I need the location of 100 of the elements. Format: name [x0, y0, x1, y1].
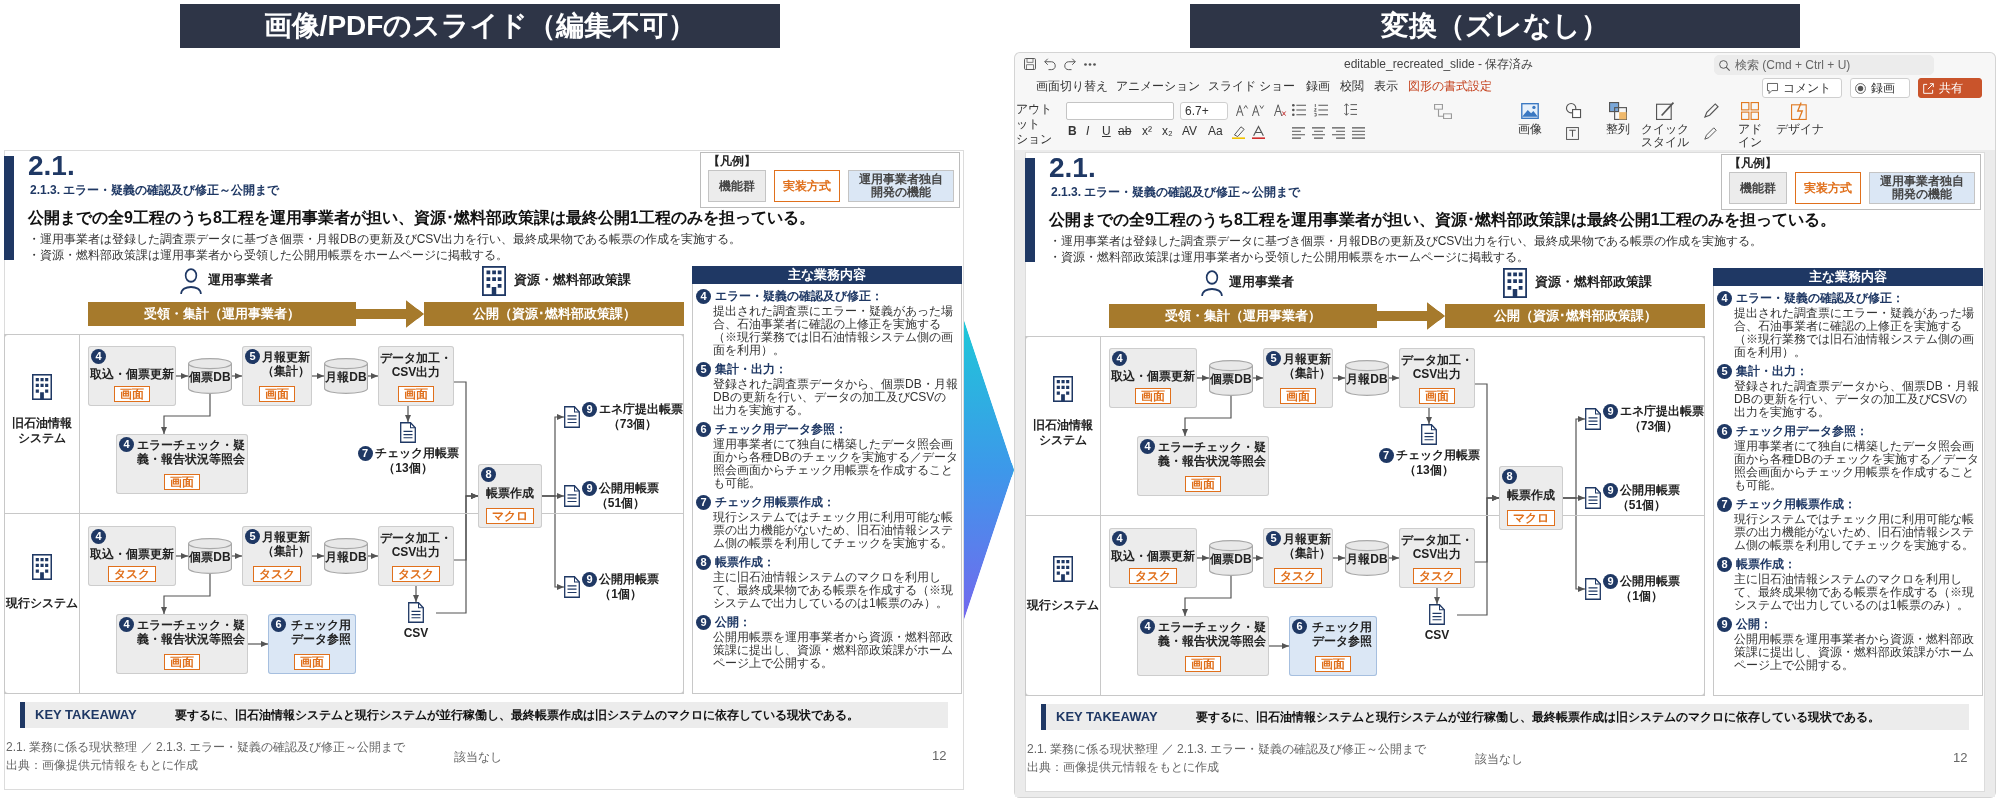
item-text: 登録された調査票データから、個票DB・月報DBの更新を行い、データの加工及びCSVの出力を実施する。	[713, 378, 958, 417]
output-label: CSV	[403, 625, 429, 641]
process-label: 帳票作成	[1506, 488, 1556, 502]
legend-title: 【凡例】	[708, 154, 756, 169]
step-number: 4	[119, 617, 134, 632]
step-number: 8	[696, 554, 711, 570]
process-box	[1263, 528, 1333, 588]
arrow	[161, 573, 211, 615]
ribbon-label: アドイン	[1737, 123, 1763, 149]
legend-label: 実装方式	[782, 179, 832, 193]
takeaway-text: 要するに、旧石油情報システムと現行システムが並行稼働し、最終帳票作成は旧システムのマクロに依存している現状である。	[175, 707, 859, 724]
ribbon-label: ット	[1016, 117, 1040, 132]
menu-label: 画面切り替え	[1036, 79, 1108, 94]
process-label: エラーチェック・疑義・報告状況等照会	[1157, 440, 1267, 468]
arrow	[1434, 587, 1440, 605]
actor-label: 資源・燃料部政策課	[1535, 274, 1652, 290]
step-number: 7	[357, 445, 373, 461]
lane-label: 現行システム	[1026, 597, 1100, 613]
step-number: 6	[696, 421, 711, 437]
arrow	[231, 373, 243, 379]
arrow	[1252, 555, 1264, 561]
footer-note: 該当なし	[1475, 752, 1523, 767]
bullet-text: ・運用事業者は登録した調査票データに基づき個票・月報DBの更新及びCSV出力を行い、最終成果物である帳票の作成を実施する。	[1049, 234, 1763, 249]
step-number: 5	[696, 361, 711, 377]
method-tag: 画面	[1135, 388, 1171, 404]
method-tag: 画面	[164, 654, 200, 670]
info-panel	[692, 266, 962, 694]
section-number: 2.1.	[28, 152, 75, 180]
ribbon-label: アウト	[1016, 102, 1052, 117]
method-tag: タスク	[1413, 568, 1461, 584]
output-label: エネ庁提出帳票	[1620, 403, 1704, 419]
footer-text: 2.1. 業務に係る現状整理 ／ 2.1.3. エラー・疑義の確認及び修正～公開まで	[1027, 742, 1427, 757]
legend-label: 運用事業者独自開発の機能	[1879, 175, 1965, 201]
process-box	[116, 434, 248, 494]
output-label: 公開用帳票	[1620, 573, 1680, 589]
item-text: 運用事業者にて独自に構築したデータ照会画面から各種DBのチェックを実施する／データ照会画面からチェック用帳票を作成することも可能。	[713, 438, 958, 490]
db-label: 個票DB	[1209, 372, 1253, 386]
step-number: 9	[582, 571, 597, 587]
method-tag: タスク	[253, 566, 301, 582]
heading-banner: 画像/PDFのスライド（編集不可）	[180, 4, 780, 48]
process-box	[1289, 616, 1377, 676]
process-label: 帳票作成	[485, 486, 535, 500]
step-number: 4	[696, 288, 711, 304]
step-number: 9	[582, 480, 597, 496]
section-subtitle: 2.1.3. エラー・疑義の確認及び修正～公開まで	[30, 183, 280, 198]
step-number: 9	[1603, 573, 1618, 589]
item-heading: 公開：	[1736, 616, 1772, 632]
arrow	[1268, 643, 1290, 649]
count-label: （13個）	[1404, 463, 1454, 477]
item-text: 主に旧石油情報システムのマクロを利用して、最終成果物である帳票を作成する（※現システムで出力しているのは1帳票のみ）。	[1734, 573, 1975, 612]
process-box	[1109, 348, 1197, 408]
process-box	[268, 614, 356, 674]
item-heading: 集計・出力：	[715, 361, 787, 377]
step-number: 9	[1603, 403, 1618, 419]
arrow	[367, 373, 379, 379]
step-number: 4	[1112, 351, 1127, 366]
item-heading: 帳票作成：	[1736, 556, 1796, 572]
legend-title: 【凡例】	[1729, 156, 1777, 171]
arrow	[1456, 495, 1500, 616]
step-number: 9	[696, 614, 711, 630]
process-label: エラーチェック・疑義・報告状況等照会	[136, 618, 246, 646]
method-tag: 画面	[1315, 656, 1351, 672]
page-number: 12	[1953, 750, 1968, 767]
legend-label: 運用事業者独自開発の機能	[858, 173, 944, 199]
format-label: Aa	[1208, 124, 1223, 139]
step-number: 6	[1717, 423, 1732, 439]
process-label: 月報更新（集計）	[1283, 532, 1331, 560]
comment-button: コメント	[1762, 78, 1842, 98]
block-arrow	[1377, 302, 1445, 330]
menu-label: 校閲	[1340, 79, 1364, 94]
panel-header: 主な業務内容	[1713, 268, 1983, 286]
process-label: エラーチェック・疑義・報告状況等照会	[136, 438, 246, 466]
step-number: 5	[1717, 363, 1732, 379]
count-label: （51個）	[595, 496, 646, 510]
format-label: I	[1086, 124, 1090, 139]
ribbon-label: 画像	[1517, 123, 1543, 136]
process-label: 取込・個票更新	[1111, 549, 1195, 563]
slide	[4, 150, 964, 790]
method-tag: マクロ	[486, 508, 534, 524]
process-label: 月報更新（集計）	[1283, 352, 1331, 380]
process-box	[242, 346, 312, 406]
step-number: 6	[271, 617, 286, 632]
format-label: x₂	[1162, 124, 1173, 139]
arrow	[175, 553, 189, 559]
phase-bar: 公開（資源･燃料部政策課）	[1445, 304, 1705, 328]
item-heading: エラー・疑義の確認及び修正：	[715, 288, 883, 304]
count-label: （1個）	[1620, 589, 1663, 603]
format-label: AV	[1182, 124, 1198, 139]
method-tag: 画面	[1185, 476, 1221, 492]
method-tag: 画面	[294, 654, 330, 670]
process-label: データ加工・CSV出力	[1400, 353, 1474, 381]
section-subtitle: 2.1.3. エラー・疑義の確認及び修正～公開まで	[1051, 185, 1301, 200]
process-box	[116, 614, 248, 674]
count-label: （73個）	[1628, 419, 1679, 433]
arrow	[367, 553, 379, 559]
process-box	[378, 526, 454, 586]
flow-frame	[4, 334, 684, 694]
bullet-text: ・運用事業者は登録した調査票データに基づき個票・月報DBの更新及びCSV出力を行い、最終成果物である帳票の作成を実施する。	[28, 232, 742, 247]
font-size-field: 6.7+	[1180, 102, 1228, 120]
actor-label: 運用事業者	[1229, 274, 1294, 290]
